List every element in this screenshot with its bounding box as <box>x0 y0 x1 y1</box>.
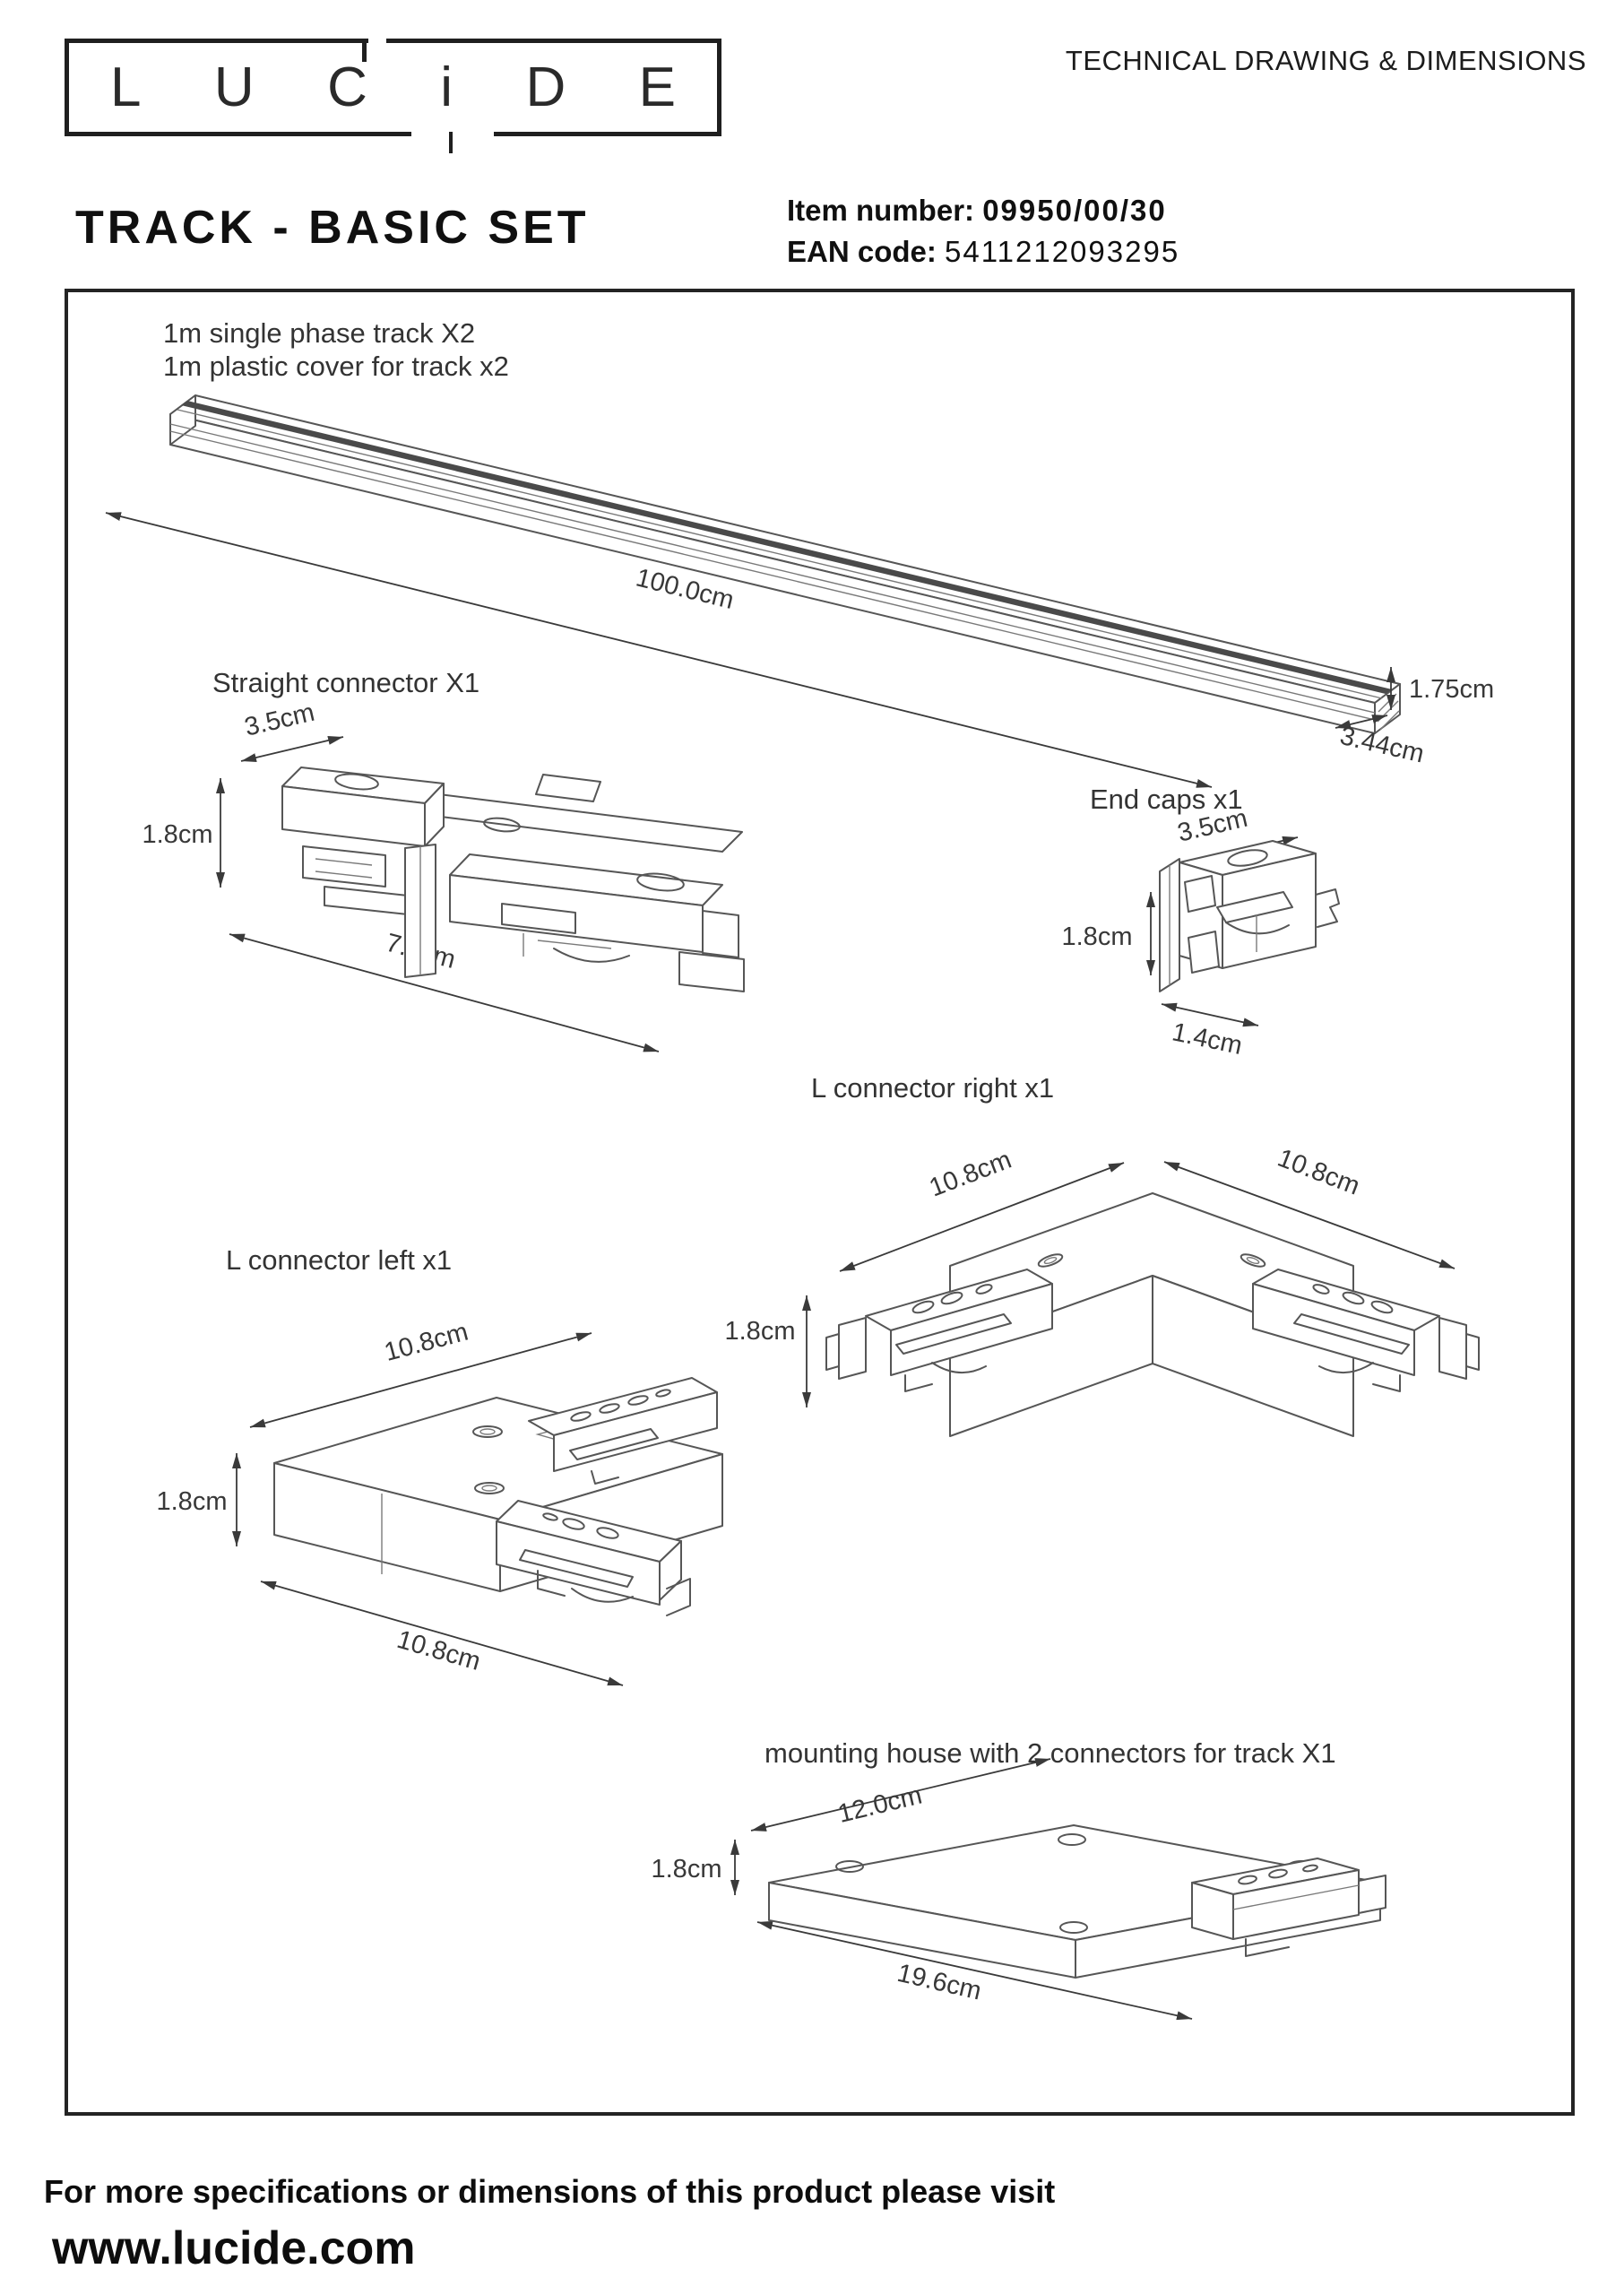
logo-letter: E <box>638 56 676 118</box>
item-number-label: Item number: <box>787 194 975 227</box>
mounting-width-label: 12.0cm <box>835 1781 925 1829</box>
item-number-row: Item number: 09950/00/30 <box>787 190 1179 231</box>
l-left-arm-bottom-arrow <box>260 1581 624 1686</box>
product-title: TRACK - BASIC SET <box>75 202 590 254</box>
ean-label: EAN code: <box>787 235 937 268</box>
footer-website: www.lucide.com <box>52 2222 416 2274</box>
track-length-arrow <box>105 512 1213 788</box>
logo-letter: i <box>440 56 454 118</box>
endcap-depth-arrow <box>1161 1002 1259 1027</box>
l-connector-right-body <box>825 1192 1480 1437</box>
track-desc-line1: 1m single phase track X2 <box>163 317 475 349</box>
ean-row: EAN code: 5411212093295 <box>787 231 1179 273</box>
endcap-height-label: 1.8cm <box>1062 922 1133 951</box>
end-cap-clip <box>1216 888 1340 952</box>
straight-connector-clips <box>501 903 630 963</box>
mounting-house-title: mounting house with 2 connectors for tra… <box>764 1737 1336 1769</box>
straight-width-arrow <box>240 736 344 762</box>
straight-width-label: 3.5cm <box>242 698 317 742</box>
mounting-house-drawing: mounting house with 2 connectors for tra… <box>652 1737 1386 2021</box>
logo-stem-mark <box>449 132 453 153</box>
l-connector-right-drawing: L connector right x1 10.8cm 10.8cm 1.8cm <box>725 1072 1480 1437</box>
straight-connector-body <box>281 766 745 992</box>
l-left-upper-adapter <box>528 1377 718 1485</box>
l-right-arm-right-label: 10.8cm <box>1274 1144 1363 1201</box>
end-caps-title: End caps x1 <box>1090 784 1243 815</box>
end-caps-drawing: End caps x1 3.5cm 1.8cm 1.4cm <box>1062 784 1340 1061</box>
footer-text: For more specifications or dimensions of… <box>44 2173 1056 2210</box>
l-connector-left-body <box>273 1377 723 1616</box>
l-connector-left-drawing: L connector left x1 10.8cm 1.8cm 10.8cm <box>157 1244 723 1686</box>
mounting-length-arrow <box>756 1920 1193 2021</box>
l-right-right-adapter <box>1252 1269 1480 1392</box>
l-left-arm-top-label: 10.8cm <box>382 1318 471 1368</box>
straight-connector-title: Straight connector X1 <box>212 667 479 698</box>
straight-connector-drawing: Straight connector X1 3.5cm 1.8cm 7.8cm <box>143 667 745 1052</box>
mounting-height-label: 1.8cm <box>652 1855 722 1884</box>
track-width-arrow <box>1335 714 1388 729</box>
logo-letter: D <box>525 56 566 118</box>
item-number-value: 09950/00/30 <box>982 194 1167 227</box>
l-right-left-adapter <box>825 1269 1053 1392</box>
track-desc-line2: 1m plastic cover for track x2 <box>163 351 509 382</box>
track-height-label: 1.75cm <box>1409 675 1494 704</box>
endcap-depth-label: 1.4cm <box>1170 1018 1245 1061</box>
logo-letter: C <box>327 56 367 118</box>
l-right-arm-left-arrow <box>839 1162 1125 1272</box>
l-connector-right-title: L connector right x1 <box>811 1072 1054 1104</box>
mounting-width-arrow <box>750 1758 1051 1832</box>
ean-value: 5411212093295 <box>945 235 1180 268</box>
l-right-height-label: 1.8cm <box>725 1317 796 1346</box>
mounting-house-connector <box>1191 1858 1386 1957</box>
logo-letters: L U C i D E <box>69 43 717 132</box>
logo-border-gap-top <box>368 39 386 43</box>
logo-letter: L <box>110 56 142 118</box>
straight-length-arrow <box>229 933 660 1052</box>
l-left-arm-top-arrow <box>249 1332 592 1428</box>
mounting-house-body <box>768 1824 1386 1979</box>
technical-drawing: 1m single phase track X2 1m plastic cove… <box>105 317 1494 2021</box>
doc-type-label: TECHNICAL DRAWING & DIMENSIONS <box>1065 45 1586 76</box>
l-right-arm-left-label: 10.8cm <box>926 1146 1015 1203</box>
logo-letter: U <box>213 56 255 118</box>
l-right-arm-right-arrow <box>1163 1161 1456 1269</box>
logo-border-gap-bottom <box>411 132 494 136</box>
l-left-height-label: 1.8cm <box>157 1487 228 1516</box>
mounting-length-label: 19.6cm <box>894 1959 984 2006</box>
lucide-logo: L U C i D E <box>65 39 721 153</box>
end-cap-body <box>1159 840 1340 992</box>
l-left-lower-adapter <box>496 1500 691 1616</box>
item-info: Item number: 09950/00/30 EAN code: 54112… <box>787 190 1179 273</box>
l-connector-left-title: L connector left x1 <box>226 1244 452 1276</box>
logo-caret-mark <box>362 39 367 62</box>
straight-height-label: 1.8cm <box>143 820 213 849</box>
